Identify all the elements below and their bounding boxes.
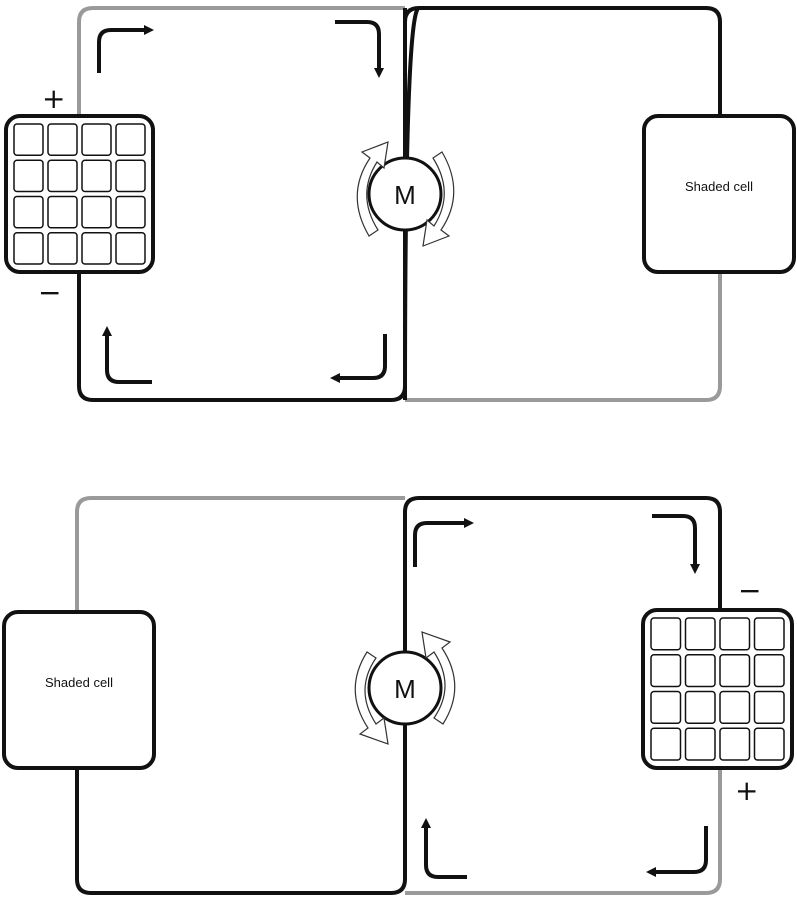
top-pv-cell	[82, 233, 111, 264]
bottom-arrow-left-up	[426, 822, 467, 877]
top-motor-label: M	[394, 180, 416, 210]
bottom-pv-cell	[651, 692, 681, 724]
top-pv-cell	[82, 160, 111, 191]
bottom-pv-cell	[686, 728, 716, 760]
bottom-pv-cell	[720, 728, 750, 760]
top-pv-cell	[116, 233, 145, 264]
top-shaded-cell-label: Shaded cell	[685, 179, 753, 194]
top-pv-cell	[14, 160, 43, 191]
top-pv-cell	[116, 160, 145, 191]
bottom-pv-cell	[651, 618, 681, 650]
bottom-arrow-right-down	[652, 516, 695, 570]
top-pv-cell	[48, 124, 77, 155]
top-pv-cell	[116, 124, 145, 155]
top-pv-cell	[48, 160, 77, 191]
bottom-shaded-cell: Shaded cell	[4, 612, 154, 768]
top-circuit: + − Shaded cell M	[6, 8, 794, 400]
top-minus-sign: −	[38, 276, 61, 309]
bottom-pv-cell	[686, 618, 716, 650]
top-arrow-right-down	[335, 22, 379, 74]
top-lit-solar-cell	[6, 116, 153, 272]
bottom-shaded-cell-label: Shaded cell	[45, 675, 113, 690]
bottom-plus-sign: +	[735, 774, 758, 807]
bottom-pv-cell	[686, 655, 716, 687]
bottom-pv-cell	[755, 728, 785, 760]
top-pv-cell	[82, 124, 111, 155]
bottom-arrow-down-left	[650, 826, 706, 872]
top-arrow-up-right	[99, 30, 150, 73]
top-pv-cell	[82, 197, 111, 228]
bottom-circuit: Shaded cell − + M	[4, 498, 792, 893]
bottom-pv-cell	[651, 655, 681, 687]
top-arrow-down-left	[334, 334, 385, 378]
top-pv-cell	[116, 197, 145, 228]
bottom-minus-sign: −	[738, 574, 761, 607]
bottom-pv-cell	[755, 618, 785, 650]
top-pv-cell	[14, 124, 43, 155]
bottom-pv-cell	[651, 728, 681, 760]
bottom-pv-cell	[755, 692, 785, 724]
bottom-pv-cell	[720, 692, 750, 724]
bottom-motor-label: M	[394, 674, 416, 704]
top-pv-cell	[48, 233, 77, 264]
bottom-motor: M	[369, 652, 441, 724]
bottom-pv-cell	[686, 692, 716, 724]
top-plus-sign: +	[42, 82, 65, 115]
top-arrow-left-up	[107, 330, 152, 382]
bottom-pv-cell	[755, 655, 785, 687]
bottom-arrow-up-right	[415, 523, 470, 567]
top-pv-cell	[14, 197, 43, 228]
top-pv-cell	[14, 233, 43, 264]
top-motor: M	[369, 158, 441, 230]
top-shaded-cell: Shaded cell	[644, 116, 794, 272]
bottom-lit-solar-cell	[643, 610, 792, 768]
bottom-pv-cell	[720, 655, 750, 687]
top-pv-cell	[48, 197, 77, 228]
bottom-pv-cell	[720, 618, 750, 650]
